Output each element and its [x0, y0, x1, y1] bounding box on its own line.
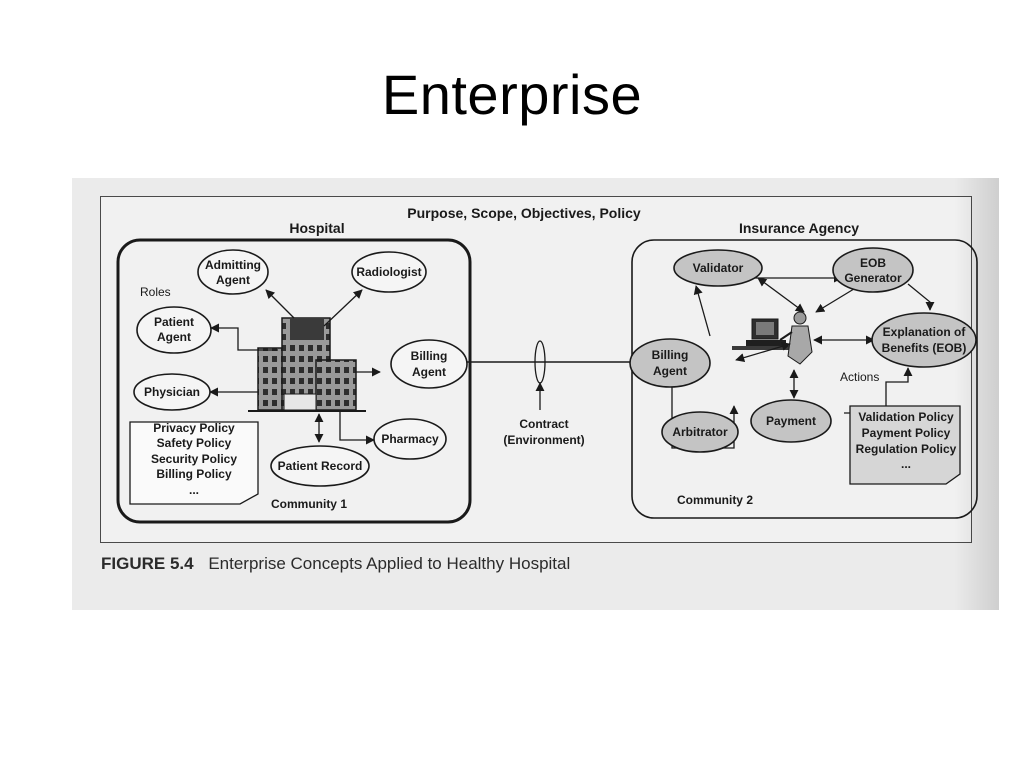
insurance-billing-label-1: Billing [652, 348, 689, 362]
hospital-building-icon [248, 317, 366, 412]
connector-radiologist [323, 289, 363, 327]
pharmacy-label: Pharmacy [381, 432, 439, 446]
pharmacy-node [373, 418, 447, 460]
hospital-policy-more: ... [189, 483, 199, 497]
figure-scan: Purpose, Scope, Objectives, Policy Hospi… [72, 178, 999, 610]
hospital-billing-label-1: Billing [411, 349, 448, 363]
patient-agent-label-2: Agent [157, 330, 191, 344]
eob-generator-label-1: EOB [860, 256, 886, 270]
radiologist-node [351, 251, 427, 293]
patient-agent-node [136, 306, 212, 354]
admitting-agent-label-1: Admitting [205, 258, 261, 272]
slide-title: Enterprise [381, 63, 643, 126]
connector-patient [210, 323, 278, 351]
insurance-policy-more: ... [901, 457, 911, 471]
arbitrator-node [661, 411, 739, 453]
contract-label-2: (Environment) [503, 433, 584, 447]
hospital-policy-3: Security Policy [151, 452, 237, 466]
enterprise-diagram: Purpose, Scope, Objectives, Policy Hospi… [116, 205, 978, 524]
actions-label: Actions [840, 370, 879, 384]
hospital-policy-1: Privacy Policy [153, 421, 235, 435]
insurance-policy-2: Payment Policy [862, 426, 951, 440]
hospital-billing-label-2: Agent [412, 365, 446, 379]
figure-heading: Purpose, Scope, Objectives, Policy [407, 205, 641, 221]
physician-label: Physician [144, 385, 200, 399]
hospital-policy-box [129, 421, 259, 505]
connector-user-validator [757, 277, 805, 313]
insurance-billing-label-2: Agent [653, 364, 687, 378]
connector-billing-user [735, 341, 791, 363]
explanation-label-2: Benefits (EOB) [882, 341, 967, 355]
insurance-policy-1: Validation Policy [858, 410, 954, 424]
patient-record-node [270, 445, 370, 487]
payment-label: Payment [766, 414, 816, 428]
patient-record-label: Patient Record [278, 459, 363, 473]
hospital-community-box [116, 238, 472, 524]
connector-pharmacy [339, 411, 375, 445]
physician-node [133, 373, 211, 411]
connector-billing-validator [693, 285, 711, 337]
hospital-title: Hospital [289, 220, 344, 236]
validator-label: Validator [693, 261, 744, 275]
hospital-policy-4: Billing Policy [156, 467, 232, 481]
patient-agent-label-1: Patient [154, 315, 194, 329]
community-2-label: Community 2 [677, 493, 753, 507]
insurance-policy-3: Regulation Policy [856, 442, 957, 456]
eob-generator-label-2: Generator [844, 271, 902, 285]
hospital-policy-2: Safety Policy [157, 436, 232, 450]
arbitrator-label: Arbitrator [672, 425, 728, 439]
connector-admitting [265, 289, 295, 319]
figure-caption-label: FIGURE 5.4 [101, 554, 194, 573]
connector-eob-explanation [907, 283, 935, 311]
insurance-title: Insurance Agency [739, 220, 859, 236]
payment-node [750, 399, 832, 443]
figure-caption-text: Enterprise Concepts Applied to Healthy H… [208, 554, 571, 573]
hospital-billing-agent-node [390, 339, 468, 389]
figure-caption: FIGURE 5.4 Enterprise Concepts Applied t… [101, 554, 570, 574]
radiologist-label: Radiologist [356, 265, 421, 279]
eob-generator-node [832, 247, 914, 293]
validator-node [673, 249, 763, 287]
contract-label-1: Contract [519, 417, 568, 431]
computer-user-icon [732, 311, 813, 365]
insurance-billing-agent-node [629, 338, 711, 388]
admitting-agent-label-2: Agent [216, 273, 250, 287]
explanation-of-benefits-node [871, 312, 977, 368]
insurance-policy-box [849, 405, 961, 485]
admitting-agent-node [197, 249, 269, 295]
explanation-label-1: Explanation of [883, 325, 967, 339]
roles-label: Roles [140, 285, 171, 299]
community-1-label: Community 1 [271, 497, 347, 511]
insurance-community-box [631, 239, 978, 519]
